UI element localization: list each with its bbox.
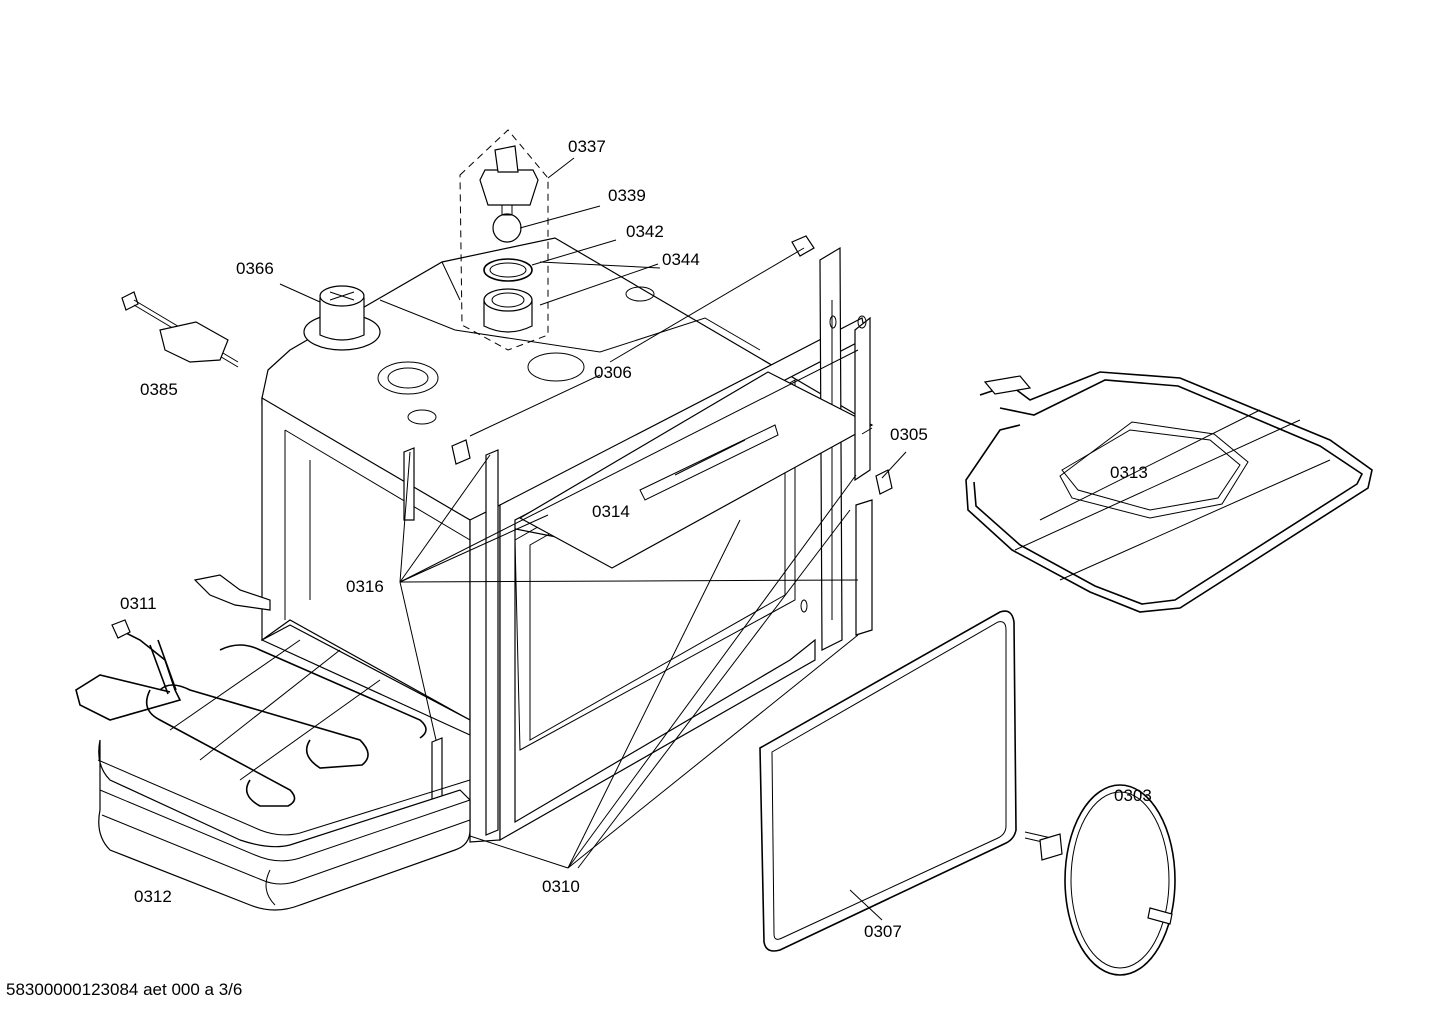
label-0344: 0344 [662, 250, 700, 269]
drawing-reference-number: 58300000123084 aet 000 a 3/6 [6, 980, 243, 999]
label-0385: 0385 [140, 380, 178, 399]
vent-part-drawing [303, 285, 381, 351]
leader-lines [279, 157, 907, 921]
lamp-assembly-drawing [459, 129, 549, 351]
label-0339: 0339 [608, 186, 646, 205]
label-0303: 0303 [1114, 786, 1152, 805]
bottom-heating-element-drawing [75, 574, 427, 807]
label-0306: 0306 [594, 363, 632, 382]
top-heating-element-drawing [965, 371, 1373, 613]
label-0313: 0313 [1110, 463, 1148, 482]
label-0307: 0307 [864, 922, 902, 941]
label-0342: 0342 [626, 222, 664, 241]
label-0312: 0312 [134, 887, 172, 906]
ring-heating-element-drawing [1024, 784, 1176, 976]
baffle-panel-drawing [518, 371, 874, 569]
sensor-part-drawing [121, 291, 239, 368]
label-0310: 0310 [542, 877, 580, 896]
label-0305: 0305 [890, 425, 928, 444]
label-0366: 0366 [236, 259, 274, 278]
clip-part-drawing [854, 315, 893, 636]
label-0314: 0314 [592, 502, 630, 521]
label-0337: 0337 [568, 137, 606, 156]
door-gasket-drawing [759, 610, 1017, 952]
label-0316: 0316 [346, 577, 384, 596]
label-0311: 0311 [120, 594, 157, 613]
insulation-mat-drawing [97, 739, 471, 911]
